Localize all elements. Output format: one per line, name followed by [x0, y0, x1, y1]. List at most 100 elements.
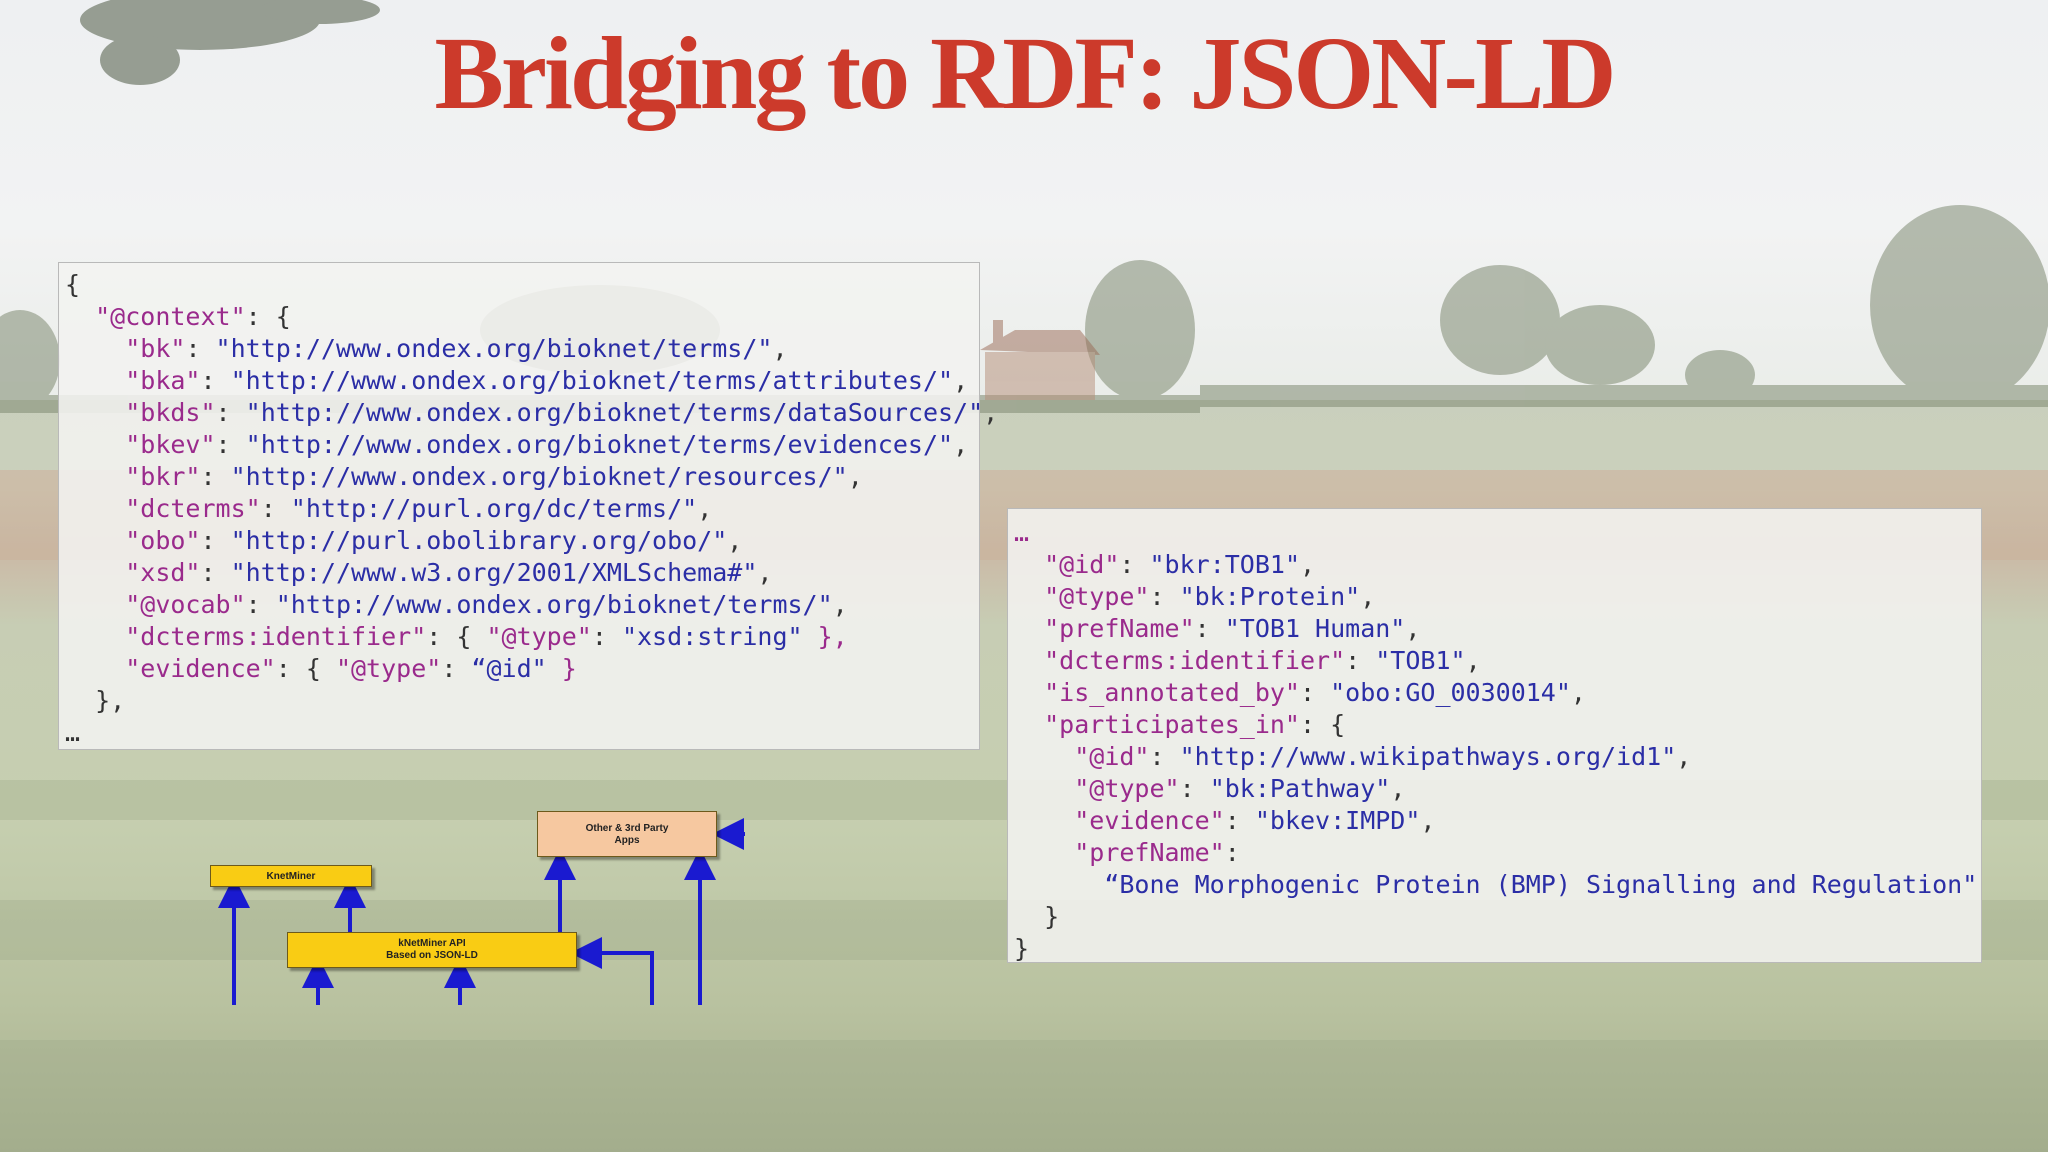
json-key: "bkr": [125, 462, 201, 491]
json-key: "@id": [1044, 550, 1120, 579]
code-line: {: [65, 269, 979, 301]
slide-title: Bridging to RDF: JSON-LD: [434, 16, 1617, 131]
json-punct: [65, 654, 125, 683]
code-line: "evidence": "bkev:IMPD",: [1014, 805, 1981, 837]
json-punct: :: [200, 462, 231, 491]
json-key: …: [1014, 518, 1030, 547]
json-punct: [65, 302, 95, 331]
json-punct: ,: [727, 526, 743, 555]
code-line: "participates_in": {: [1014, 709, 1981, 741]
code-line: “Bone Morphogenic Protein (BMP) Signalli…: [1014, 869, 1981, 901]
json-key: }: [546, 654, 577, 683]
json-punct: :: [245, 590, 276, 619]
json-punct: :: [215, 430, 246, 459]
code-line: "bkds": "http://www.ondex.org/bioknet/te…: [65, 397, 998, 429]
json-punct: ,: [1676, 742, 1692, 771]
json-punct: : {: [426, 622, 487, 651]
json-value: "http://www.ondex.org/bioknet/resources/…: [230, 462, 848, 491]
apps-label-line1: Other & 3rd Party: [585, 823, 669, 834]
code-line: "prefName":: [1014, 837, 1981, 869]
code-line: "@vocab": "http://www.ondex.org/bioknet/…: [65, 589, 979, 621]
json-punct: {: [65, 270, 81, 299]
code-line: "dcterms:identifier": { "@type": "xsd:st…: [65, 621, 979, 653]
json-key: "bk": [125, 334, 186, 363]
json-key: "dcterms:identifier": [125, 622, 427, 651]
json-punct: :: [1119, 550, 1150, 579]
code-line: …: [65, 717, 979, 749]
knetminer-api-box: kNetMiner API Based on JSON-LD: [287, 932, 577, 968]
json-key: "@type": [486, 622, 592, 651]
json-punct: :: [1299, 678, 1331, 707]
api-label-line1: kNetMiner API: [398, 938, 466, 949]
json-key: "xsd": [125, 558, 201, 587]
json-punct: ,: [832, 590, 848, 619]
json-key: "@type": [1044, 582, 1150, 611]
code-line: "obo": "http://purl.obolibrary.org/obo/"…: [65, 525, 979, 557]
code-line: }: [1014, 901, 1981, 933]
json-punct: :: [1194, 614, 1225, 643]
json-punct: : {: [245, 302, 291, 331]
code-line: "dcterms": "http://purl.org/dc/terms/",: [65, 493, 979, 525]
json-punct: ,: [772, 334, 788, 363]
json-value: "http://www.ondex.org/bioknet/terms/data…: [245, 398, 984, 427]
json-punct: ,: [1465, 646, 1481, 675]
json-punct: : {: [275, 654, 336, 683]
knetminer-label: KnetMiner: [266, 871, 316, 882]
json-key: "is_annotated_by": [1044, 678, 1300, 707]
json-punct: [65, 622, 125, 651]
json-punct: [65, 398, 125, 427]
json-ld-instance-code-block: … "@id": "bkr:TOB1", "@type": "bk:Protei…: [1007, 508, 1982, 963]
json-key: "evidence": [1074, 806, 1225, 835]
json-punct: ,: [1570, 678, 1586, 707]
json-punct: [65, 558, 125, 587]
code-line: "bka": "http://www.ondex.org/bioknet/ter…: [65, 365, 979, 397]
arrow-lines: [218, 818, 745, 1005]
code-line: "evidence": { "@type": “@id" }: [65, 653, 979, 685]
json-value: "bk:Protein": [1179, 582, 1361, 611]
code-line: "bkev": "http://www.ondex.org/bioknet/te…: [65, 429, 979, 461]
json-punct: [65, 494, 125, 523]
json-value: “@id": [471, 654, 547, 683]
json-key: "prefName": [1044, 614, 1195, 643]
json-punct: ,: [983, 398, 999, 427]
json-value: "http://www.ondex.org/bioknet/terms/attr…: [230, 366, 954, 395]
json-punct: [65, 526, 125, 555]
json-punct: :: [1345, 646, 1376, 675]
api-label-line2: Based on JSON-LD: [386, 950, 478, 961]
code-line: "bkr": "http://www.ondex.org/bioknet/res…: [65, 461, 979, 493]
json-punct: [1014, 742, 1074, 771]
json-value: "xsd:string": [621, 622, 803, 651]
json-punct: :: [1224, 806, 1255, 835]
knetminer-box: KnetMiner: [210, 865, 372, 887]
json-punct: [1014, 646, 1044, 675]
json-punct: :: [185, 334, 216, 363]
json-punct: [1014, 614, 1044, 643]
code-line: "@type": "bk:Protein",: [1014, 581, 1981, 613]
json-value: "bkr:TOB1": [1149, 550, 1300, 579]
json-value: "http://www.wikipathways.org/id1": [1179, 742, 1677, 771]
json-value: "obo:GO_0030014": [1330, 678, 1571, 707]
json-key: "@vocab": [125, 590, 246, 619]
json-punct: [1014, 774, 1074, 803]
json-punct: },: [65, 686, 126, 715]
json-value: "http://purl.obolibrary.org/obo/": [230, 526, 728, 555]
code-line: …: [1014, 517, 1981, 549]
json-punct: ,: [697, 494, 713, 523]
json-punct: :: [1224, 838, 1240, 867]
code-line: "@context": {: [65, 301, 979, 333]
json-key: "evidence": [125, 654, 276, 683]
json-key: "@id": [1074, 742, 1150, 771]
json-key: "dcterms:identifier": [1044, 646, 1346, 675]
json-key: "@type": [1074, 774, 1180, 803]
json-punct: [65, 366, 125, 395]
json-value: "http://www.ondex.org/bioknet/terms/evid…: [245, 430, 954, 459]
json-punct: :: [200, 366, 231, 395]
code-line: "bk": "http://www.ondex.org/bioknet/term…: [65, 333, 979, 365]
json-punct: [65, 334, 125, 363]
code-line: "@type": "bk:Pathway",: [1014, 773, 1981, 805]
json-punct: ,: [1360, 582, 1376, 611]
json-value: "http://www.w3.org/2001/XMLSchema#": [230, 558, 758, 587]
json-punct: :: [1149, 582, 1180, 611]
json-punct: ,: [953, 430, 969, 459]
json-value: “Bone Morphogenic Protein (BMP) Signalli…: [1104, 870, 1978, 899]
